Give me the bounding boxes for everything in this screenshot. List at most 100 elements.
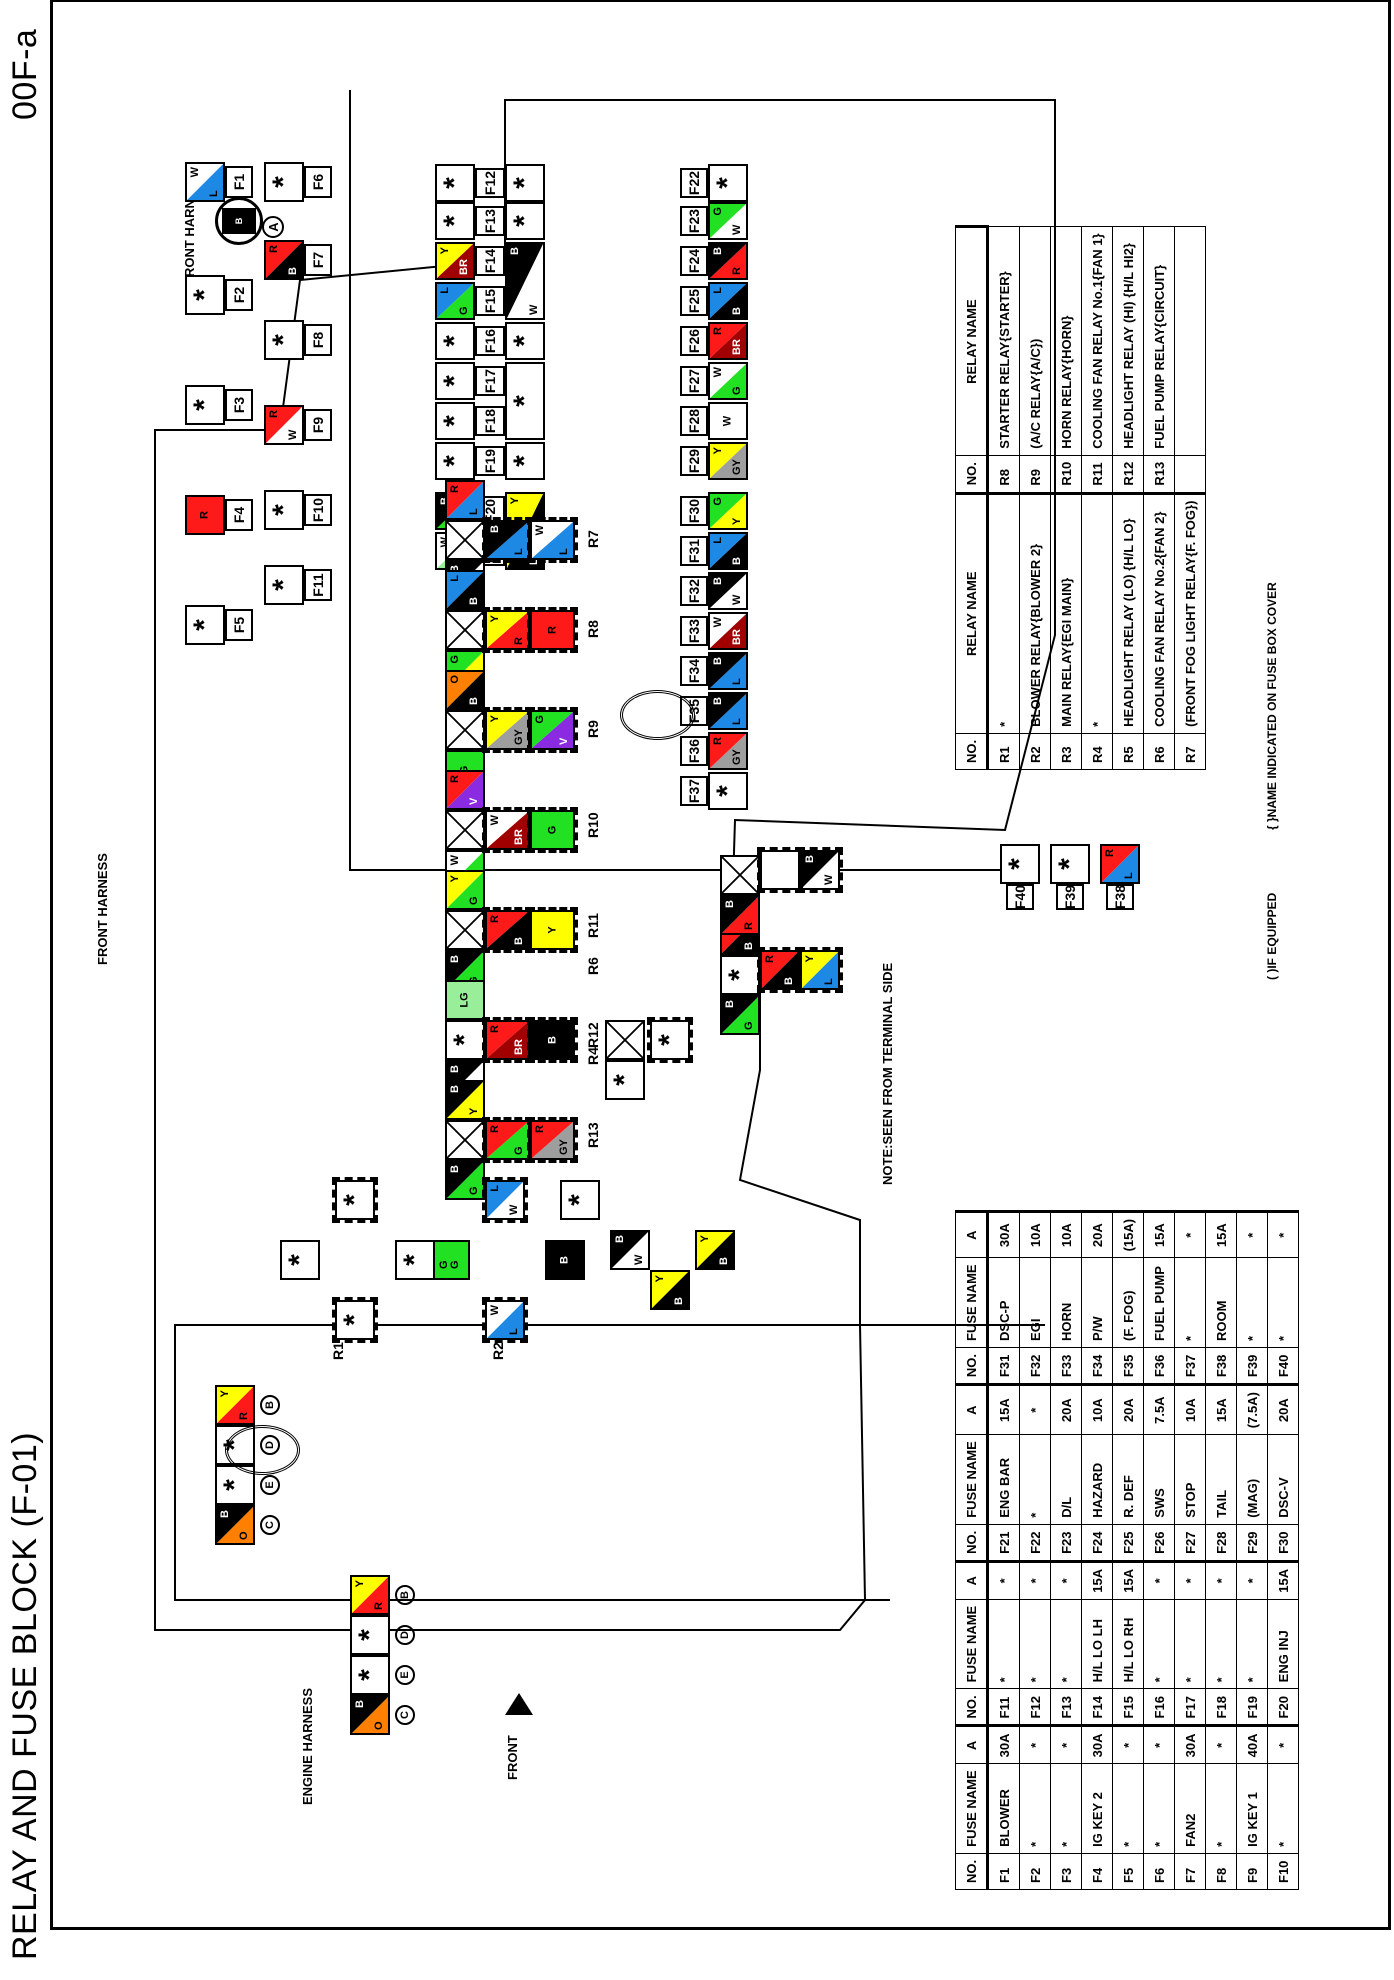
r6-pin-star[interactable]: *: [720, 955, 760, 995]
r12-top-2[interactable]: LG: [445, 980, 485, 1020]
r5-pin-blank[interactable]: [757, 847, 803, 893]
r1-pin-2[interactable]: *: [332, 1297, 378, 1343]
fuse-f28[interactable]: W: [708, 402, 748, 440]
r1-pin-4[interactable]: *: [395, 1240, 435, 1280]
fuse-f3[interactable]: *: [185, 385, 225, 425]
fuse-f37[interactable]: *: [708, 772, 748, 810]
r2-pin-b[interactable]: B: [545, 1240, 585, 1280]
r10-top-1[interactable]: [445, 810, 485, 850]
r8-top-1[interactable]: [445, 610, 485, 650]
r13-top-1[interactable]: [445, 1120, 485, 1160]
r8-body-1[interactable]: R: [526, 607, 579, 653]
r11-top-1[interactable]: [445, 910, 485, 950]
r1-pin-1[interactable]: *: [332, 1177, 378, 1223]
r11-body-1[interactable]: Y: [526, 907, 579, 953]
r2-pin-star[interactable]: *: [560, 1180, 600, 1220]
fuse-f39[interactable]: *: [1050, 844, 1090, 884]
fuse-f5[interactable]: *: [185, 605, 225, 645]
engine-pin-d-harness[interactable]: *: [350, 1615, 390, 1655]
fuse-f2[interactable]: *: [185, 275, 225, 315]
fuse-f16[interactable]: *: [435, 322, 475, 360]
r5-pin-x[interactable]: [720, 855, 760, 895]
fuse-f8[interactable]: *: [264, 320, 304, 360]
fuse-f4[interactable]: R: [185, 495, 225, 535]
r9-top-1[interactable]: [445, 710, 485, 750]
fuse-f12[interactable]: *: [435, 164, 475, 202]
r4-pin-x[interactable]: [605, 1020, 645, 1060]
r2-pin-g[interactable]: G G: [430, 1240, 470, 1280]
fuse-f10[interactable]: *: [264, 490, 304, 530]
engine-pin-e-harness[interactable]: *: [350, 1655, 390, 1695]
fuse-f12-lower[interactable]: *: [505, 164, 545, 202]
fuse-f17-f18-lower[interactable]: *: [505, 362, 545, 440]
fuse-f40[interactable]: *: [1000, 844, 1040, 884]
fuse-f19-lower[interactable]: *: [505, 442, 545, 480]
r1-pin-3[interactable]: *: [280, 1240, 320, 1280]
r12-body-1[interactable]: B: [526, 1017, 579, 1063]
fuse-f6[interactable]: *: [264, 162, 304, 202]
fuse-f13[interactable]: *: [435, 202, 475, 240]
fuse-f16-lower[interactable]: *: [505, 322, 545, 360]
fuse-f13-lower[interactable]: *: [505, 202, 545, 240]
r4-pin-star-2[interactable]: *: [647, 1017, 693, 1063]
fuse-f17[interactable]: *: [435, 362, 475, 400]
fuse-f11[interactable]: *: [264, 565, 304, 605]
r4-pin-star-1[interactable]: *: [605, 1060, 645, 1100]
r11-top-0[interactable]: GB: [445, 950, 485, 990]
fuse-f18[interactable]: *: [435, 402, 475, 440]
r7-top-1[interactable]: [445, 520, 485, 560]
fuse-f22[interactable]: *: [708, 164, 748, 202]
r10-body-1[interactable]: G: [526, 807, 579, 853]
